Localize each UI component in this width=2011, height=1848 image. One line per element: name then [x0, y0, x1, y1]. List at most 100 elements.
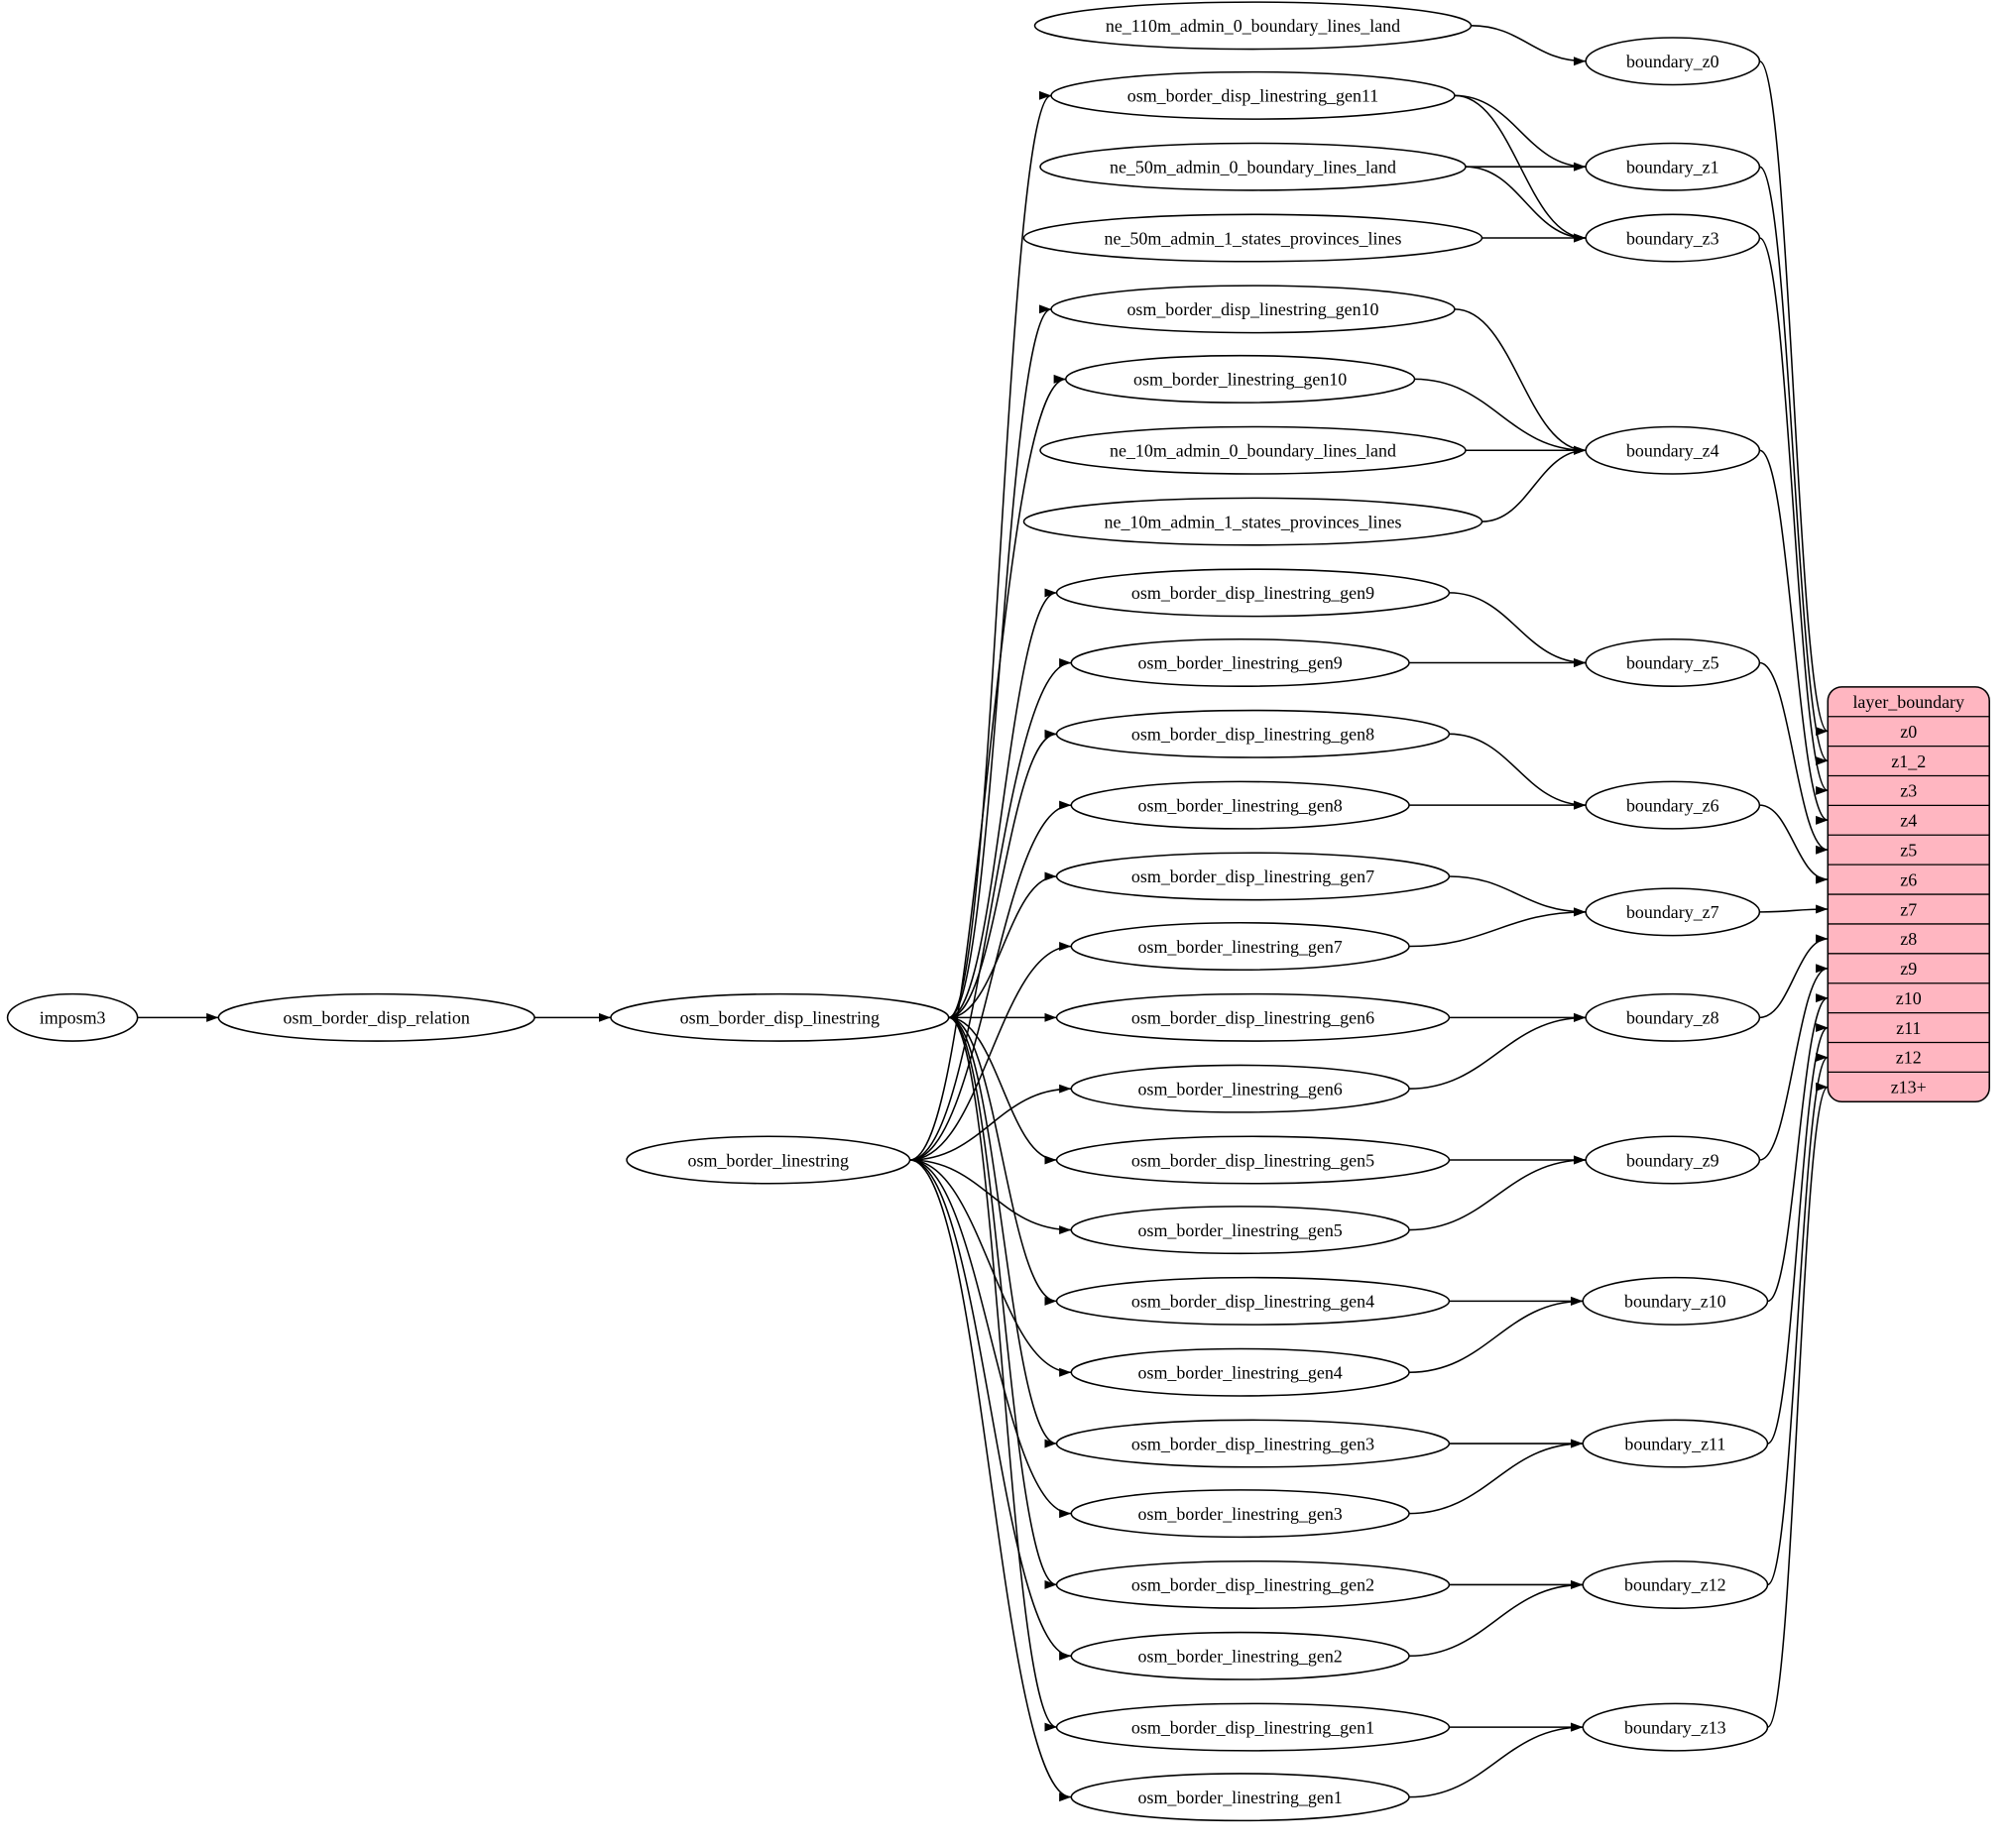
node-label: boundary_z9 [1626, 1150, 1719, 1170]
edge-boundary_z0-to-layer_boundary:z0 [1758, 59, 1829, 736]
node-ellipse [1070, 1347, 1410, 1397]
node-boundary_z6: boundary_z6 [1585, 780, 1761, 830]
node-ellipse [1070, 1206, 1410, 1255]
node-osm_border_disp_linestring_gen1: osm_border_disp_linestring_gen1 [1055, 1702, 1451, 1752]
edge-boundary_z7-to-layer_boundary:z7 [1759, 904, 1829, 914]
node-osm_border_disp_linestring_gen7: osm_border_disp_linestring_gen7 [1055, 852, 1451, 901]
node-osm_border_linestring_gen8: osm_border_linestring_gen8 [1070, 780, 1410, 830]
edge-boundary_z4-to-layer_boundary:z4 [1759, 449, 1829, 825]
node-osm_border_disp_linestring_gen11: osm_border_disp_linestring_gen11 [1050, 70, 1456, 120]
node-label: ne_50m_admin_1_states_provinces_lines [1105, 228, 1402, 248]
node-osm_border_disp_linestring_gen8: osm_border_disp_linestring_gen8 [1055, 709, 1451, 758]
record-title: layer_boundary [1852, 692, 1964, 712]
node-osm_border_disp_linestring_gen4: osm_border_disp_linestring_gen4 [1055, 1276, 1451, 1326]
node-osm_border_disp_linestring_gen10: osm_border_disp_linestring_gen10 [1050, 285, 1456, 334]
edge-osm_border_disp_linestring_gen9-to-boundary_z5 [1449, 592, 1587, 667]
node-ellipse [1582, 1559, 1769, 1609]
node-label: osm_border_linestring_gen4 [1138, 1363, 1343, 1383]
node-osm_border_linestring_gen9: osm_border_linestring_gen9 [1070, 637, 1410, 687]
edge-ne_50m_admin_0_boundary_lines_land-to-boundary_z3 [1465, 166, 1587, 243]
edge-osm_border_disp_linestring-to-osm_border_disp_linestring_gen8 [948, 729, 1057, 1019]
node-label: imposm3 [40, 1008, 106, 1028]
edge-osm_border_linestring-to-osm_border_linestring_gen9 [909, 658, 1072, 1161]
record-row-z5: z5 [1900, 841, 1917, 861]
node-osm_border_disp_linestring: osm_border_disp_linestring [610, 992, 950, 1042]
edge-ne_10m_admin_1_states_provinces_lines-to-boundary_z4 [1481, 445, 1587, 522]
node-label: osm_border_disp_linestring_gen4 [1131, 1292, 1374, 1312]
node-label: boundary_z12 [1624, 1575, 1726, 1595]
node-osm_border_linestring_gen2: osm_border_linestring_gen2 [1070, 1631, 1410, 1680]
node-ellipse [1055, 709, 1451, 758]
node-ellipse [1585, 213, 1761, 263]
edge-osm_border_linestring-to-osm_border_linestring_gen2 [909, 1159, 1072, 1661]
node-ellipse [1585, 887, 1761, 937]
node-osm_border_linestring_gen5: osm_border_linestring_gen5 [1070, 1206, 1410, 1255]
node-ellipse [1070, 637, 1410, 687]
record-row-z6: z6 [1900, 869, 1917, 889]
record-row-z9: z9 [1900, 959, 1917, 979]
node-ellipse [1055, 1419, 1451, 1468]
node-osm_border_disp_linestring_gen9: osm_border_disp_linestring_gen9 [1055, 568, 1451, 618]
node-ellipse [1585, 425, 1761, 475]
node-label: boundary_z1 [1626, 157, 1719, 176]
node-ellipse [1055, 1559, 1451, 1609]
node-label: ne_10m_admin_0_boundary_lines_land [1110, 441, 1396, 461]
edge-osm_border_linestring-to-osm_border_linestring_gen3 [909, 1159, 1072, 1519]
node-osm_border_disp_linestring_gen2: osm_border_disp_linestring_gen2 [1055, 1559, 1451, 1609]
node-ellipse [1050, 70, 1456, 120]
node-label: osm_border_disp_linestring_gen11 [1127, 86, 1378, 106]
node-ellipse [610, 992, 950, 1042]
node-label: boundary_z8 [1626, 1008, 1719, 1028]
node-ellipse [1070, 1489, 1410, 1539]
edge-boundary_z1-to-layer_boundary:z1_2 [1759, 166, 1829, 765]
record-row-z13+: z13+ [1891, 1078, 1927, 1097]
node-boundary_z9: boundary_z9 [1585, 1135, 1761, 1185]
node-ellipse [1065, 354, 1416, 404]
node-label: osm_border_linestring_gen7 [1138, 937, 1343, 957]
node-label: osm_border_disp_linestring_gen6 [1131, 1008, 1374, 1028]
node-ellipse [1585, 780, 1761, 830]
record-row-z0: z0 [1900, 722, 1917, 742]
node-ellipse [1055, 568, 1451, 618]
node-ne_110m_admin_0_boundary_lines_land: ne_110m_admin_0_boundary_lines_land [1033, 1, 1473, 51]
edge-osm_border_linestring_gen7-to-boundary_z7 [1409, 907, 1587, 948]
node-label: boundary_z4 [1626, 441, 1719, 461]
node-ellipse [1070, 1773, 1410, 1822]
edge-boundary_z6-to-layer_boundary:z6 [1759, 804, 1829, 884]
node-label: osm_border_disp_linestring_gen9 [1131, 583, 1374, 603]
node-label: osm_border_linestring_gen5 [1138, 1220, 1343, 1240]
record-row-z11: z11 [1896, 1018, 1921, 1038]
edge-ne_110m_admin_0_boundary_lines_land-to-boundary_z0 [1471, 25, 1587, 66]
edge-osm_border_disp_linestring-to-osm_border_disp_linestring_gen7 [948, 871, 1057, 1019]
edge-boundary_z13-to-layer_boundary:z13+ [1766, 1083, 1829, 1728]
node-label: osm_border_disp_linestring_gen7 [1131, 866, 1374, 886]
node-label: osm_border_disp_linestring_gen2 [1131, 1575, 1374, 1595]
node-ellipse [1070, 780, 1410, 830]
node-ellipse [1033, 1, 1473, 51]
edge-osm_border_linestring-to-osm_border_linestring_gen10 [909, 375, 1066, 1161]
edge-osm_border_linestring_gen6-to-boundary_z8 [1409, 1012, 1587, 1090]
node-ellipse [1585, 992, 1761, 1042]
node-ellipse [1585, 142, 1761, 191]
node-osm_border_linestring_gen10: osm_border_linestring_gen10 [1065, 354, 1416, 404]
node-ne_10m_admin_1_states_provinces_lines: ne_10m_admin_1_states_provinces_lines [1022, 497, 1483, 546]
node-ellipse [1585, 1135, 1761, 1185]
node-ellipse [626, 1135, 911, 1185]
node-label: boundary_z0 [1626, 52, 1719, 71]
node-osm_border_linestring_gen1: osm_border_linestring_gen1 [1070, 1773, 1410, 1822]
node-ellipse [1070, 922, 1410, 972]
edge-boundary_z10-to-layer_boundary:z10 [1767, 993, 1829, 1303]
edge-osm_border_linestring-to-osm_border_linestring_gen8 [909, 800, 1072, 1161]
node-boundary_z0: boundary_z0 [1585, 37, 1761, 86]
edge-osm_border_disp_linestring-to-osm_border_disp_linestring_gen11 [948, 91, 1052, 1019]
node-label: osm_border_disp_linestring_gen3 [1131, 1434, 1374, 1453]
node-boundary_z11: boundary_z11 [1582, 1419, 1769, 1468]
record-row-z7: z7 [1900, 899, 1917, 919]
node-label: osm_border_linestring_gen3 [1138, 1504, 1343, 1524]
edge-boundary_z8-to-layer_boundary:z8 [1759, 934, 1829, 1019]
node-label: osm_border_disp_linestring_gen1 [1131, 1717, 1374, 1737]
node-ne_50m_admin_0_boundary_lines_land: ne_50m_admin_0_boundary_lines_land [1039, 142, 1467, 191]
record-row-z10: z10 [1896, 988, 1922, 1008]
node-label: osm_border_disp_relation [284, 1008, 470, 1028]
